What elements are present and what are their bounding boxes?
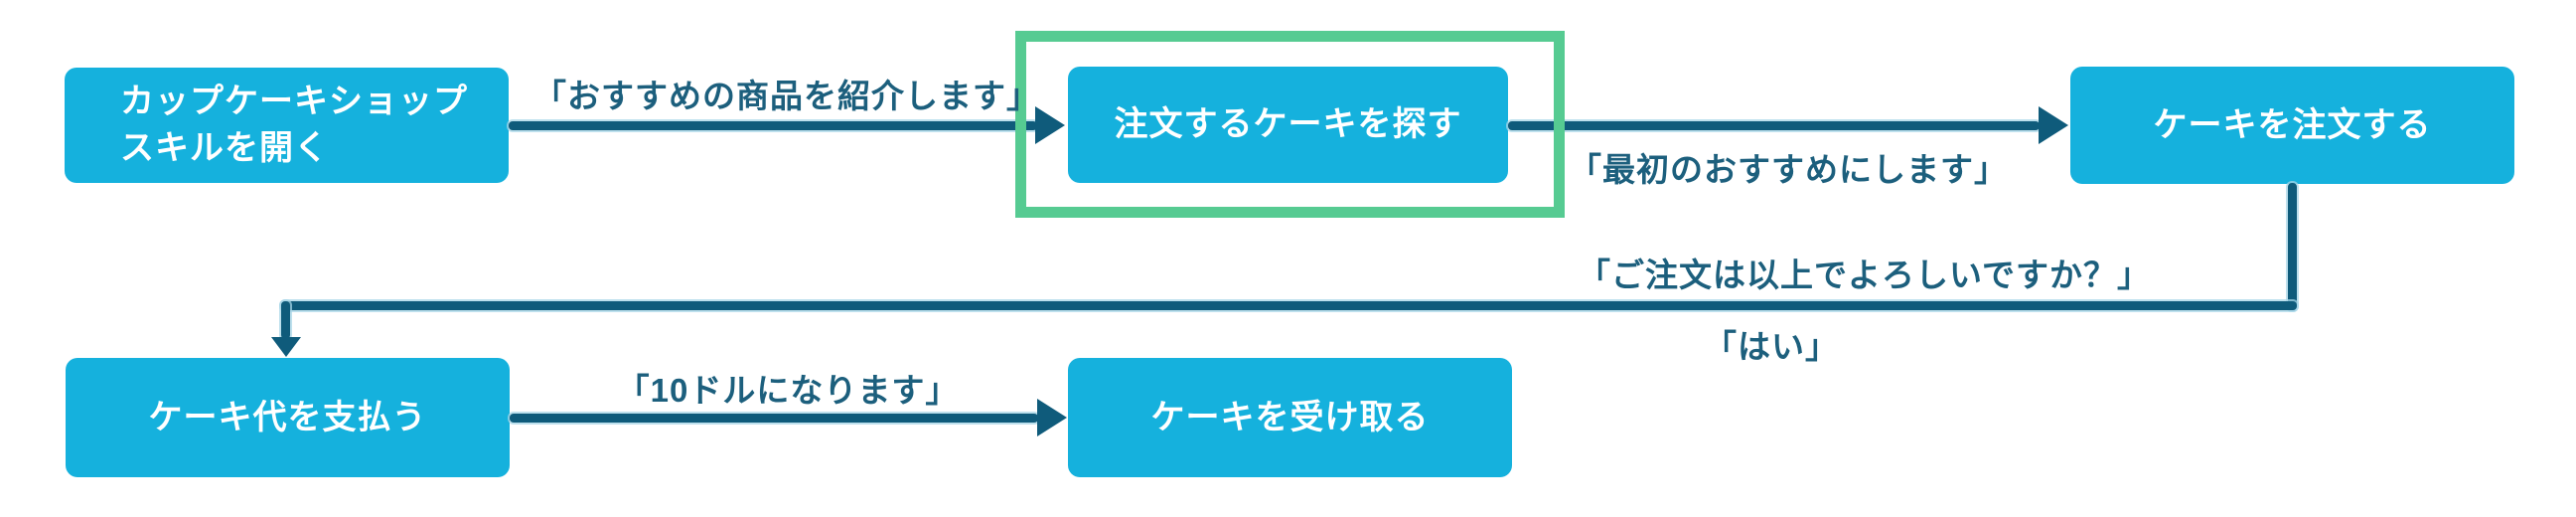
arrowhead-right-icon — [1035, 106, 1065, 144]
arrowhead-down-icon — [271, 337, 301, 357]
node-find-cake-label: 注文するケーキを探す — [1114, 105, 1462, 143]
arrowhead-right-icon — [2039, 106, 2068, 144]
node-open-skill: カップケーキショップ スキルを開く — [65, 68, 509, 183]
connector-open-skill-to-find-cake — [509, 121, 1037, 130]
connector-find-cake-to-order-cake — [1508, 121, 2040, 130]
edge-label-yes: 「はい」 — [1704, 328, 1839, 365]
node-receive-label: ケーキを受け取る — [1150, 398, 1430, 436]
edge-label-recommend-products: 「おすすめの商品を紹介します」 — [533, 78, 1040, 114]
node-receive: ケーキを受け取る — [1068, 358, 1512, 477]
connector-pay-to-receive — [510, 414, 1038, 423]
edge-label-confirm-order: 「ご注文は以上でよろしいですか？」 — [1578, 257, 2152, 293]
node-open-skill-label: カップケーキショップ スキルを開く — [120, 79, 468, 172]
arrowhead-right-icon — [1037, 399, 1067, 436]
connector-elbow-horizontal-segment — [281, 301, 2297, 310]
node-find-cake: 注文するケーキを探す — [1068, 67, 1508, 183]
connector-order-cake-down-segment — [2288, 183, 2297, 310]
node-open-skill-line1: カップケーキショップ — [120, 83, 468, 120]
node-order-cake: ケーキを注文する — [2070, 67, 2514, 184]
node-open-skill-line2: スキルを開く — [120, 129, 329, 167]
edge-label-ten-dollars: 「10ドルになります」 — [616, 372, 960, 409]
node-order-cake-label: ケーキを注文する — [2153, 105, 2432, 144]
edge-label-first-recommendation: 「最初のおすすめにします」 — [1569, 151, 2008, 188]
node-pay-label: ケーキ代を支払う — [148, 398, 427, 436]
node-pay: ケーキ代を支払う — [66, 358, 510, 477]
connector-elbow-down-to-pay-segment — [281, 301, 290, 339]
